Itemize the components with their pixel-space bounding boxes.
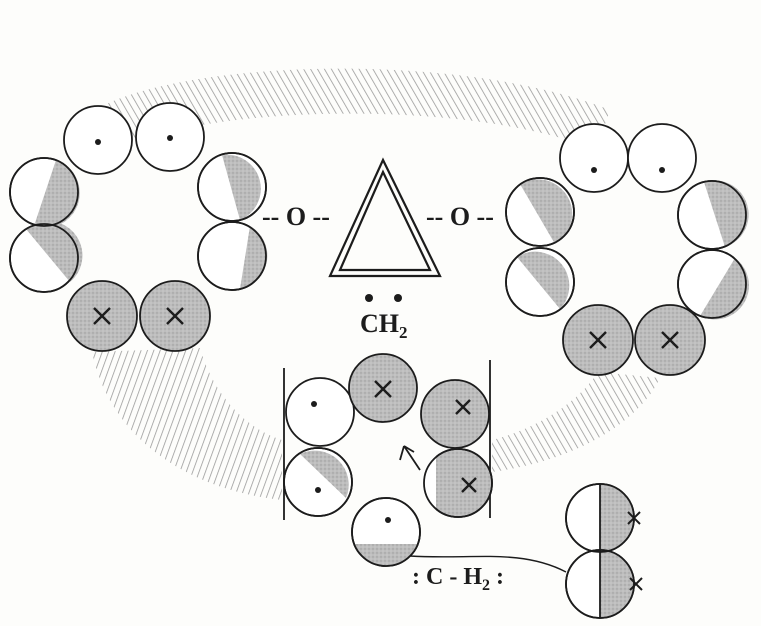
x-mark-icon xyxy=(93,307,184,325)
shaded-half xyxy=(222,154,261,220)
arrow-mark-icon xyxy=(399,445,421,471)
shaded-half xyxy=(520,179,573,244)
left-oxygen-link: -- O -- xyxy=(262,202,330,231)
x-mark-icon xyxy=(374,380,477,493)
lone-pair-dots xyxy=(365,294,402,302)
formula-part-b: : xyxy=(490,564,504,590)
shaded-half xyxy=(700,258,749,320)
hatch-band-lower-right xyxy=(492,372,660,472)
ch2-label: CH2 xyxy=(360,309,408,342)
shaded-half xyxy=(300,450,349,498)
x-mark-icon xyxy=(627,511,643,591)
triangle-icon xyxy=(328,157,442,278)
shaded-half xyxy=(354,544,418,567)
dot-mark-icon xyxy=(591,167,665,173)
shaded-half xyxy=(34,160,80,228)
shaded-half xyxy=(600,484,634,552)
right-ring xyxy=(505,123,749,376)
bottom-ring xyxy=(283,353,567,573)
pair-circles xyxy=(565,483,643,619)
ring-circle xyxy=(559,123,629,193)
ch2-main: CH xyxy=(360,309,399,338)
formula-part-a: : C - H xyxy=(412,564,482,590)
hatch-band-top xyxy=(95,68,610,150)
connector-curve xyxy=(409,555,567,573)
x-mark-icon xyxy=(589,331,679,349)
bottom-formula: : C - H2 : xyxy=(412,564,504,594)
shaded-half xyxy=(704,180,749,247)
light-half xyxy=(421,455,436,510)
hatched-envelope xyxy=(92,68,660,500)
ring-circle-dark xyxy=(420,379,490,449)
ch2-subscript: 2 xyxy=(399,323,408,342)
left-ring xyxy=(9,102,268,352)
ring-circle xyxy=(627,123,697,193)
formula-subscript: 2 xyxy=(482,577,490,594)
dot-mark-icon xyxy=(95,135,173,145)
dot-mark-icon xyxy=(311,401,391,523)
shaded-half xyxy=(600,550,634,618)
ring-circle xyxy=(285,377,355,447)
hatch-band-lower-left xyxy=(92,348,282,500)
shaded-half xyxy=(517,251,570,309)
right-oxygen-link: -- O -- xyxy=(426,202,494,231)
shaded-half xyxy=(26,221,83,282)
